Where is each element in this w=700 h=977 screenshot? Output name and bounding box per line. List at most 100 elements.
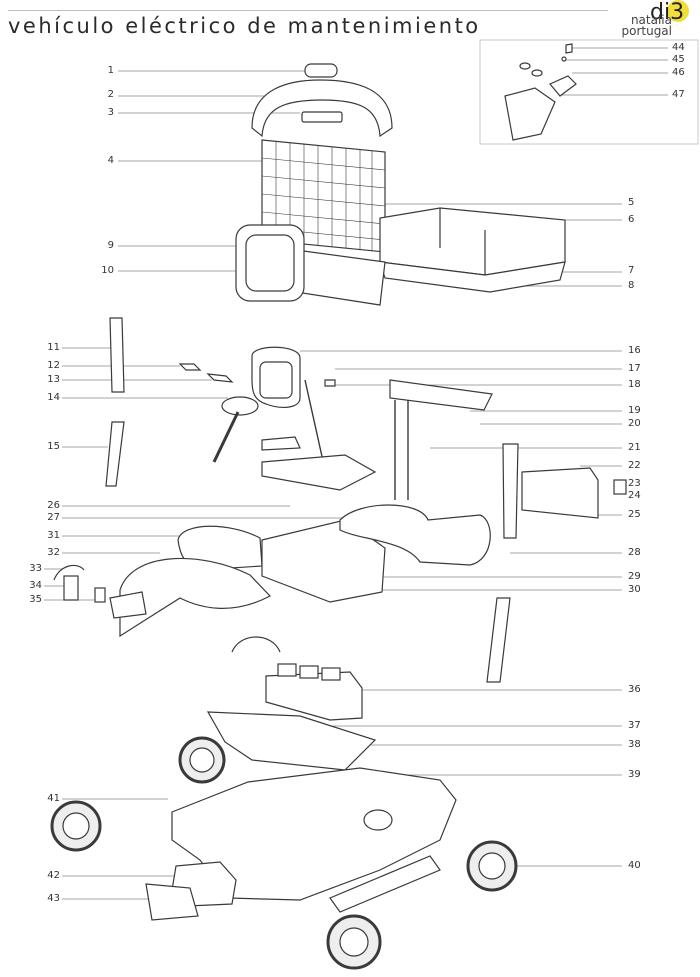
callout-2: 2 (107, 89, 114, 100)
part-23 (613, 479, 627, 495)
callout-34: 34 (29, 580, 42, 591)
callout-47: 47 (672, 89, 685, 100)
part-wheel-front-bottom (326, 914, 382, 970)
part-46-cap-a (519, 62, 531, 70)
callout-1: 1 (107, 65, 114, 76)
callout-32: 32 (47, 547, 60, 558)
part-3-handle (301, 111, 343, 123)
callout-4: 4 (107, 155, 114, 166)
callout-37: 37 (628, 720, 641, 731)
part-33-trim (53, 564, 85, 581)
part-37-floor (206, 711, 377, 771)
logo-line1: natalia (630, 13, 672, 27)
logo-name: natalia portugal (612, 13, 672, 38)
part-rear-pillar (486, 597, 511, 683)
logo-mark: di3 (650, 0, 685, 25)
callout-28: 28 (628, 547, 641, 558)
part-19-tray (389, 379, 493, 411)
part-35-badge (94, 587, 106, 603)
part-41-wheel-left (50, 800, 102, 852)
part-seat-pad (261, 436, 301, 451)
part-2-seat-frame (251, 79, 393, 138)
part-39-chassis (171, 767, 457, 901)
callout-18: 18 (628, 379, 641, 390)
callout-19: 19 (628, 405, 641, 416)
callout-25: 25 (628, 509, 641, 520)
callout-35: 35 (29, 594, 42, 605)
part-1-headrest (304, 63, 338, 78)
part-16-glass (259, 361, 293, 399)
callout-43: 43 (47, 893, 60, 904)
part-36-cell-b (299, 665, 319, 679)
callout-11: 11 (47, 342, 60, 353)
callout-24: 24 (628, 490, 641, 501)
part-side-rail (329, 855, 441, 913)
part-seat-base (261, 454, 377, 491)
callout-27: 27 (47, 512, 60, 523)
callout-6: 6 (628, 214, 635, 225)
part-14-wheel (221, 396, 259, 416)
callout-29: 29 (628, 571, 641, 582)
part-47-plate (504, 87, 556, 141)
callout-10: 10 (101, 265, 114, 276)
part-35-grille (109, 591, 147, 619)
part-39-motor (363, 809, 393, 831)
part-27-rear-fender (339, 504, 491, 566)
callout-46: 46 (672, 67, 685, 78)
callout-39: 39 (628, 769, 641, 780)
part-36-battery (265, 671, 363, 721)
callout-20: 20 (628, 418, 641, 429)
callout-16: 16 (628, 345, 641, 356)
callout-42: 42 (47, 870, 60, 881)
callout-30: 30 (628, 584, 641, 595)
part-10-tailgate (295, 249, 386, 306)
part-46-cap-b (531, 69, 543, 77)
part-13 (206, 373, 234, 383)
part-32-front-body (119, 557, 271, 638)
logo-dot (667, 0, 689, 22)
callout-40: 40 (628, 860, 641, 871)
callout-3: 3 (107, 107, 114, 118)
callout-17: 17 (628, 363, 641, 374)
callout-44: 44 (672, 42, 685, 53)
part-40-wheel-right (466, 840, 518, 892)
callout-38: 38 (628, 739, 641, 750)
callout-5: 5 (628, 197, 635, 208)
part-36-cell-c (321, 667, 341, 681)
callout-26: 26 (47, 500, 60, 511)
callout-33: 33 (29, 563, 42, 574)
callout-21: 21 (628, 442, 641, 453)
part-36-cell-a (277, 663, 297, 677)
part-9-glass (245, 234, 295, 292)
parts (50, 39, 699, 970)
part-25-box (521, 467, 599, 519)
callout-9: 9 (107, 240, 114, 251)
callout-31: 31 (47, 530, 60, 541)
callout-12: 12 (47, 360, 60, 371)
detail-inset (479, 39, 699, 145)
header-rule (8, 10, 608, 11)
part-45-pin (561, 56, 567, 62)
callout-45: 45 (672, 54, 685, 65)
part-43-bumper (145, 883, 199, 921)
part-11-pillar (109, 317, 125, 393)
part-46-bracket (549, 75, 577, 97)
part-18 (324, 379, 336, 387)
logo-line2: portugal (621, 24, 672, 38)
callout-13: 13 (47, 374, 60, 385)
page-title: vehículo eléctrico de mantenimiento (8, 14, 481, 38)
callout-15: 15 (47, 441, 60, 452)
leader-lines (44, 47, 668, 900)
part-44-clip (565, 43, 573, 54)
callout-7: 7 (628, 265, 635, 276)
callout-23: 23 (628, 478, 641, 489)
callout-41: 41 (47, 793, 60, 804)
part-15-pillar (105, 421, 125, 487)
callout-22: 22 (628, 460, 641, 471)
part-34-light (63, 575, 79, 601)
part-41-wheel-front-left (178, 736, 226, 784)
callout-8: 8 (628, 280, 635, 291)
callout-14: 14 (47, 392, 60, 403)
part-front-arch (231, 636, 281, 653)
